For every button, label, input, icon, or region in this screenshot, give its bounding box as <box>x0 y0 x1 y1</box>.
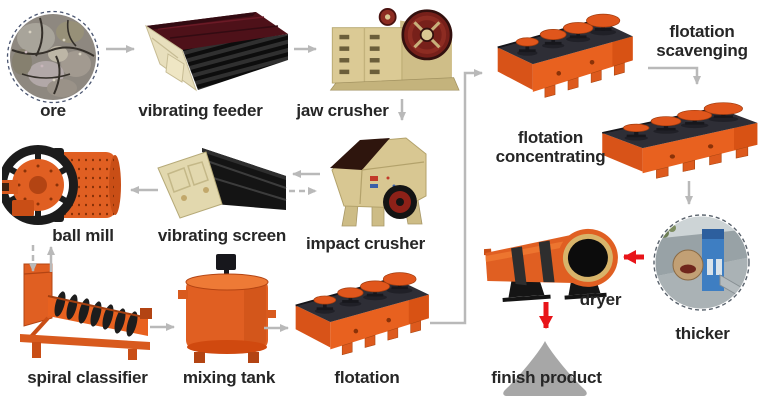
arrow-flotation-to-scavenging <box>430 69 483 325</box>
jaw-crusher-illustration <box>329 8 460 91</box>
impact-crusher-illustration <box>330 137 427 227</box>
arrow-scavenging-to-concentrating <box>648 66 701 85</box>
label-vibrating-feeder: vibrating feeder <box>138 101 263 120</box>
finish-product-pile <box>503 341 587 396</box>
label-mixing-tank: mixing tank <box>182 368 276 387</box>
spiral-classifier-illustration <box>20 263 152 360</box>
label-flotation-concentrating: flotation concentrating <box>495 128 606 167</box>
label-ore: ore <box>40 101 66 120</box>
label-dryer: dryer <box>579 290 622 309</box>
ball-mill-illustration <box>2 145 121 225</box>
ore-photo <box>6 10 100 104</box>
label-spiral-classifier: spiral classifier <box>27 368 148 387</box>
label-jaw-crusher: jaw crusher <box>296 101 389 120</box>
label-thicker: thicker <box>675 324 730 343</box>
label-flotation-scavenging: flotation scavenging <box>656 22 748 61</box>
label-ball-mill: ball mill <box>52 226 114 245</box>
label-vibrating-screen: vibrating screen <box>157 226 287 245</box>
label-impact-crusher: impact crusher <box>305 234 426 253</box>
mixing-tank-illustration <box>178 254 276 363</box>
label-finish-product: finish product <box>491 368 602 387</box>
vibrating-feeder-illustration <box>145 12 288 92</box>
thicker-photo <box>653 214 750 311</box>
vibrating-screen-illustration <box>157 148 287 219</box>
dryer-illustration <box>484 228 618 302</box>
label-flotation: flotation <box>334 368 400 387</box>
